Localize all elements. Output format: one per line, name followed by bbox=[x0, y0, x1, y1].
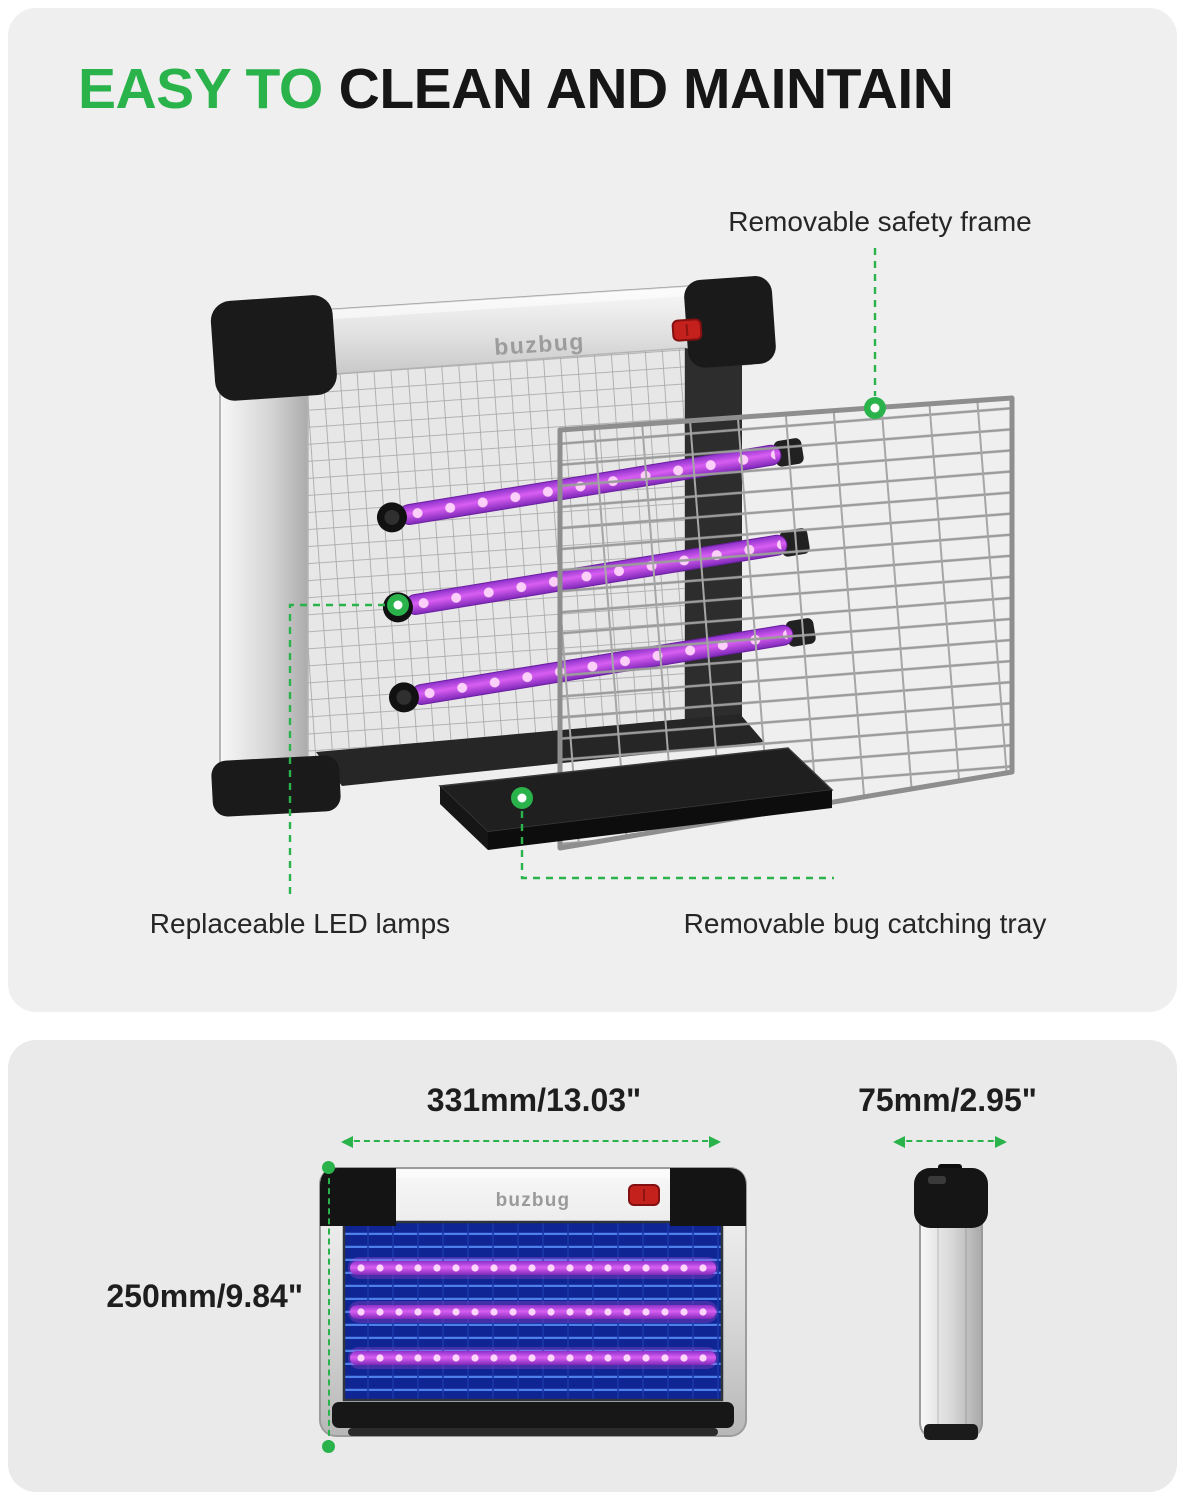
side-top-cap bbox=[914, 1168, 988, 1228]
exploded-product-image: buzbug bbox=[210, 248, 1015, 894]
front-led-strip-top bbox=[348, 1257, 718, 1279]
front-view-image: buzbug bbox=[319, 1167, 747, 1437]
dimension-endpoint-dot bbox=[322, 1440, 335, 1453]
title-rest: CLEAN AND MAINTAIN bbox=[338, 57, 954, 121]
power-switch-front bbox=[628, 1184, 660, 1206]
front-corner-cap-right bbox=[670, 1168, 746, 1226]
height-dimension-label: 250mm/9.84" bbox=[106, 1278, 303, 1314]
depth-dimension-label: 75mm/2.95" bbox=[858, 1082, 1037, 1118]
corner-cap-right bbox=[684, 276, 776, 368]
safety-frame-grid bbox=[557, 395, 1015, 851]
callout-label-tray: Removable bug catching tray bbox=[683, 908, 1047, 939]
tray-marker-icon bbox=[511, 787, 533, 809]
power-switch-exploded bbox=[671, 318, 703, 342]
led-lamp-marker-icon bbox=[387, 594, 409, 616]
width-dimension-line bbox=[341, 1135, 721, 1148]
front-corner-cap-left bbox=[320, 1168, 396, 1226]
front-led-strip-middle bbox=[348, 1301, 718, 1323]
front-tray-bar bbox=[332, 1402, 734, 1428]
arrow-left-icon bbox=[341, 1135, 353, 1148]
corner-cap-left bbox=[210, 295, 337, 401]
arrow-left-icon bbox=[893, 1135, 905, 1148]
side-view-image bbox=[914, 1164, 988, 1440]
arrow-right-icon bbox=[709, 1135, 721, 1148]
side-bottom-foot bbox=[924, 1424, 978, 1440]
height-dimension-line bbox=[322, 1161, 335, 1453]
callout-lines bbox=[288, 248, 877, 894]
arrow-right-icon bbox=[995, 1135, 1007, 1148]
depth-dimension-line bbox=[893, 1135, 1007, 1148]
safety-frame-marker-icon bbox=[864, 397, 886, 419]
brand-logo-front: buzbug bbox=[496, 1190, 571, 1211]
bug-catching-tray bbox=[438, 747, 834, 850]
dimension-endpoint-dot bbox=[322, 1161, 335, 1174]
callout-label-safety-frame: Removable safety frame bbox=[728, 206, 1032, 237]
callout-label-led-lamps: Replaceable LED lamps bbox=[149, 908, 451, 939]
brand-logo-exploded: buzbug bbox=[493, 328, 585, 360]
width-dimension-label: 331mm/13.03" bbox=[426, 1082, 642, 1118]
title-highlight: EASY TO bbox=[78, 57, 323, 121]
bottom-foot bbox=[211, 755, 341, 817]
front-led-strip-bottom bbox=[348, 1347, 718, 1369]
